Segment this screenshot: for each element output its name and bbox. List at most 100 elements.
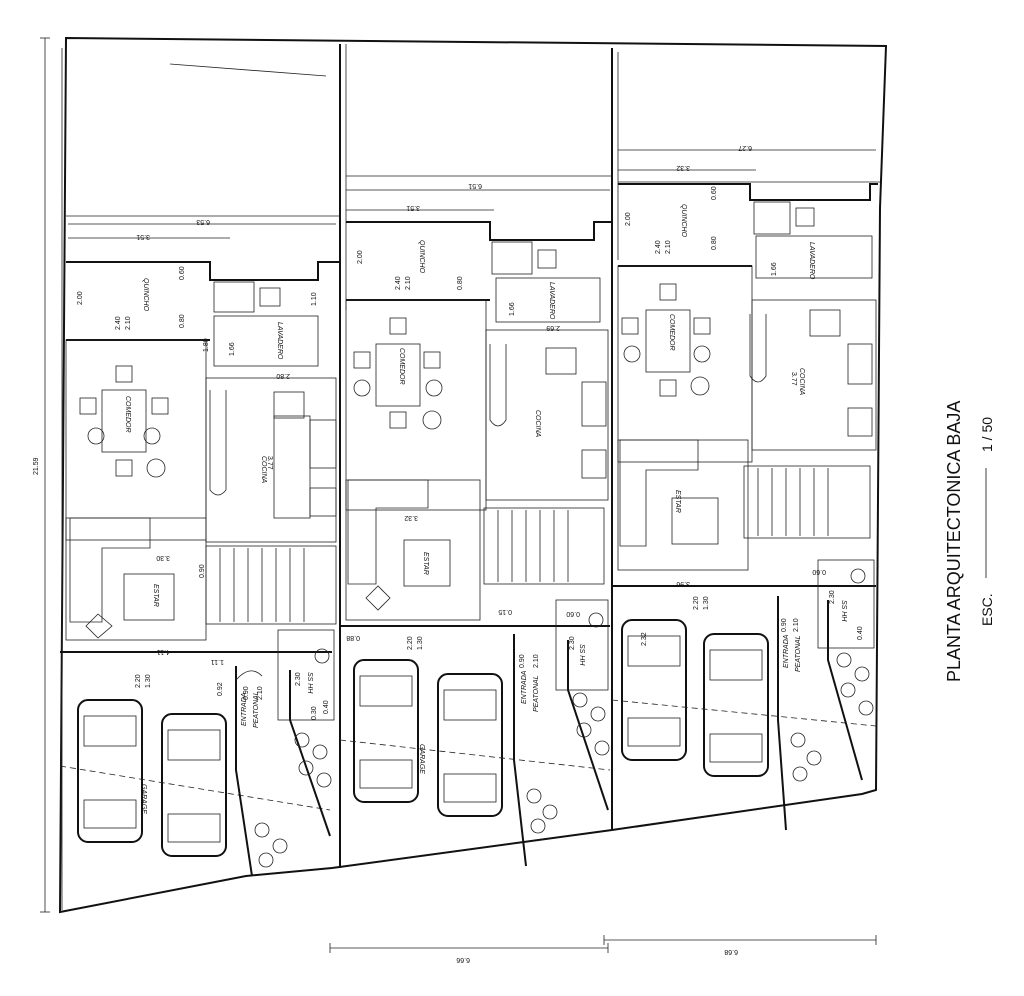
title-block: PLANTA ARQUITECTONICA BAJA ESC. 1 / 50 bbox=[944, 401, 995, 682]
dim-210-u1b: 2.10 bbox=[257, 686, 264, 700]
dim-060-u3: 0.60 bbox=[812, 568, 826, 575]
dim-627: 6.27 bbox=[738, 144, 752, 151]
lot-boundary bbox=[58, 36, 888, 914]
dim-240-u1: 2.40 bbox=[115, 316, 122, 330]
unit-2: 6.51 3.51 QUINCHO 2.00 2.40 2.10 0.80 LA… bbox=[339, 175, 612, 867]
room-label-estar-u1: ESTAR bbox=[152, 584, 159, 607]
planter bbox=[254, 732, 332, 868]
room-label-entrada-u1: ENTRADA bbox=[241, 692, 248, 726]
dim-411-u1: 4.11 bbox=[157, 648, 170, 655]
room-label-sshh-u3: SS HH bbox=[840, 600, 847, 622]
room-label-comedor-u3: COMEDOR bbox=[668, 314, 675, 351]
unit-3: 6.27 3.32 QUINCHO 2.00 2.40 2.10 0.80 0.… bbox=[611, 144, 880, 831]
dim-166-u2: 1.66 bbox=[509, 302, 516, 316]
dim-bottom-right: 6.68 bbox=[724, 948, 738, 955]
room-label-comedor-u2: COMEDOR bbox=[398, 348, 405, 385]
dim-080-u1: 0.80 bbox=[179, 314, 186, 328]
dim-200-u1: 2.00 bbox=[77, 291, 84, 305]
dim-240-u2: 2.40 bbox=[395, 276, 402, 290]
car-icon bbox=[437, 673, 503, 817]
dim-210-u3: 2.10 bbox=[665, 240, 672, 254]
unit-1: 6.53 3.51 QUINCHO 2.00 2.40 2.10 0.80 0.… bbox=[59, 215, 340, 877]
dim-090-u1b: 0.90 bbox=[243, 686, 250, 700]
dim-377-u1: 3.77 bbox=[266, 456, 273, 470]
room-label-quincho-u2: QUINCHO bbox=[418, 240, 425, 274]
dim-088-u2: 0.88 bbox=[346, 634, 360, 641]
dim-090-u3b: 0.90 bbox=[781, 618, 788, 632]
room-label-sshh-u1: SS HH bbox=[306, 672, 313, 694]
dim-232-u3: 2.32 bbox=[641, 632, 648, 646]
dim-210-u1: 2.10 bbox=[125, 316, 132, 330]
dim-111-u1: 1.11 bbox=[211, 658, 224, 665]
dim-080-u2: 0.80 bbox=[457, 276, 464, 290]
planter bbox=[790, 652, 874, 782]
dim-overall-width: 21.59 bbox=[33, 457, 40, 475]
dim-166-u3: 1.66 bbox=[771, 262, 778, 276]
dim-210-u2b: 2.10 bbox=[533, 654, 540, 668]
car-icon bbox=[353, 659, 419, 803]
dim-210-u2: 2.10 bbox=[405, 276, 412, 290]
dim-090-u1: 0.90 bbox=[199, 564, 206, 578]
dim-040-u1: 0.40 bbox=[323, 700, 330, 714]
dim-166-u1: 1.66 bbox=[229, 342, 236, 356]
dim-060-u1: 0.60 bbox=[179, 266, 186, 280]
dim-230-u3: 2.30 bbox=[829, 590, 836, 604]
scale-value: 1 / 50 bbox=[979, 417, 995, 452]
dim-351-u1: 3.51 bbox=[136, 233, 150, 240]
room-label-entrada-u3: ENTRADA bbox=[783, 634, 790, 668]
dim-060-u2: 0.60 bbox=[566, 610, 580, 617]
room-label-quincho-u1: QUINCHO bbox=[142, 278, 149, 312]
overall-dimensions: 21.59 6.66 6.68 bbox=[33, 37, 877, 963]
dim-220-u1: 2.20 bbox=[135, 674, 142, 688]
dim-bottom-left: 6.66 bbox=[456, 956, 470, 963]
dim-332-u3: 3.32 bbox=[676, 164, 690, 171]
room-label-peatonal-u3: PEATONAL bbox=[795, 635, 802, 672]
room-label-sshh-u2: SS HH bbox=[578, 644, 585, 666]
dim-230-u1: 2.30 bbox=[295, 672, 302, 686]
car-icon bbox=[77, 699, 143, 843]
dim-396-u3: 3.96 bbox=[676, 580, 690, 587]
dim-130-u3: 1.30 bbox=[703, 596, 710, 610]
dim-110-u1: 1.10 bbox=[311, 292, 318, 306]
dim-130-u1: 1.30 bbox=[145, 674, 152, 688]
room-label-lavadero-u1: LAVADERO bbox=[276, 322, 283, 360]
dim-200-u3: 2.00 bbox=[625, 212, 632, 226]
dim-092-u1: 0.92 bbox=[217, 682, 224, 696]
dim-040-u3: 0.40 bbox=[857, 626, 864, 640]
room-label-entrada-u2: ENTRADA bbox=[521, 670, 528, 704]
dim-220-u3: 2.20 bbox=[693, 596, 700, 610]
room-label-estar-u2: ESTAR bbox=[422, 552, 429, 575]
dim-220-u2: 2.20 bbox=[407, 636, 414, 650]
planter bbox=[526, 692, 610, 834]
room-label-lavadero-u3: LAVADERO bbox=[808, 242, 815, 280]
dim-060-u3: 0.60 bbox=[711, 186, 718, 200]
dim-180-u1: 1.80 bbox=[203, 338, 210, 352]
dim-015-u2: 0.15 bbox=[498, 608, 512, 615]
dim-210-u3b: 2.10 bbox=[793, 618, 800, 632]
car-icon bbox=[161, 713, 227, 857]
room-label-estar-u3: ESTAR bbox=[674, 490, 681, 513]
dim-130-u2: 1.30 bbox=[417, 636, 424, 650]
car-icon bbox=[621, 619, 687, 761]
dim-330-u1: 3.30 bbox=[156, 554, 170, 561]
dim-332-u2: 3.32 bbox=[404, 514, 418, 521]
room-label-cocina-u2: COCINA bbox=[534, 410, 541, 438]
plan-title: PLANTA ARQUITECTONICA BAJA bbox=[944, 401, 964, 682]
room-label-lavadero-u2: LAVADERO bbox=[548, 282, 555, 320]
dim-080-u3: 0.80 bbox=[711, 236, 718, 250]
room-label-cocina-u1: COCINA bbox=[260, 456, 267, 484]
dim-200-u2: 2.00 bbox=[357, 250, 364, 264]
dim-240-u3: 2.40 bbox=[655, 240, 662, 254]
dim-653: 6.53 bbox=[196, 218, 210, 225]
car-icon bbox=[703, 633, 769, 777]
room-label-garage-u2: GARAGE bbox=[418, 744, 425, 774]
room-label-cocina-u3: COCINA bbox=[798, 368, 805, 396]
room-label-peatonal-u2: PEATONAL bbox=[533, 675, 540, 712]
dim-269-u2: 2.69 bbox=[546, 324, 560, 331]
room-label-comedor-u1: COMEDOR bbox=[124, 396, 131, 433]
room-label-garage-u1: GARAGE bbox=[140, 784, 147, 814]
room-label-quincho-u3: QUINCHO bbox=[680, 204, 687, 238]
room-label-peatonal-u1: PEATONAL bbox=[253, 691, 260, 728]
dim-377-u3: 3.77 bbox=[790, 372, 797, 386]
